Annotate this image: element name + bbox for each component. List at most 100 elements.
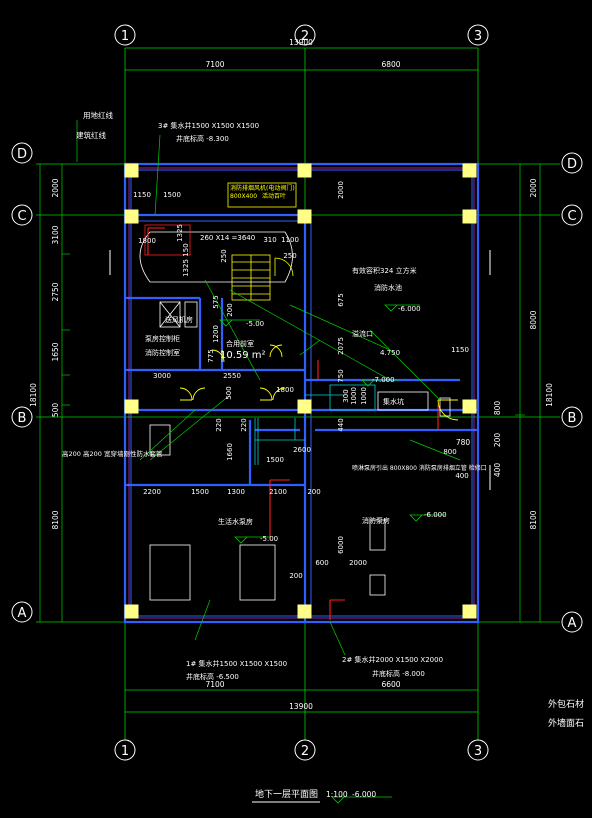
- drawing-title: 地下一层平面图: [255, 788, 318, 800]
- dim-right-seg: 2000: [529, 178, 538, 197]
- axis-row-label: C: [567, 209, 576, 224]
- dim: 1000: [350, 387, 358, 405]
- dim-left-seg: 8100: [51, 510, 60, 529]
- dimension-lines: [39, 47, 541, 713]
- dim: 150: [182, 243, 190, 256]
- label-level-neg5-pump: -5.00: [260, 535, 278, 543]
- label-fire-pool: 有效容积324 立方米: [352, 266, 417, 275]
- dim: 6000: [337, 536, 345, 554]
- dim-left-seg: 3100: [51, 225, 60, 244]
- axis-row-label: B: [18, 411, 27, 426]
- dimension-text: 13900 7100 6800 7100 6600 13900: [205, 38, 400, 711]
- dim: 2600: [293, 446, 311, 454]
- label-room-control: 消防控制室: [145, 348, 180, 357]
- column: [124, 604, 139, 619]
- label-sump-bot-left: 1# 集水井1500 X1500 X1500: [186, 659, 287, 668]
- structural-columns: [124, 163, 477, 619]
- dim: 220: [240, 418, 248, 431]
- dim-left-seg: 2000: [51, 178, 60, 197]
- column: [462, 604, 477, 619]
- dim: 500: [225, 386, 233, 399]
- dim: 310: [263, 236, 276, 244]
- dim: 300: [342, 389, 350, 402]
- drawing-scale: 1:100: [326, 790, 348, 799]
- dim: 1800: [276, 386, 294, 394]
- axis-row-label: D: [17, 147, 27, 162]
- dim-top-sub: 6800: [381, 60, 400, 69]
- axis-row-label: A: [568, 616, 577, 631]
- dim: 575: [212, 295, 220, 308]
- column: [462, 163, 477, 178]
- callout-line-2: 800X400: [230, 193, 257, 200]
- label-level-fire-pool: -6.000: [398, 305, 421, 313]
- dim: 600: [315, 559, 328, 567]
- dim: 1150: [451, 346, 469, 354]
- label-red-line-build: 建筑红线: [76, 130, 106, 140]
- column: [462, 209, 477, 224]
- dim: 2075: [337, 337, 345, 355]
- dim: 1300: [227, 488, 245, 496]
- dim: 2550: [223, 372, 241, 380]
- label-sump-bot-left-level: 井底标高 -6.500: [186, 672, 239, 681]
- label-wet-well: 集水坑: [383, 397, 404, 406]
- dim-bottom-total: 13900: [289, 702, 313, 711]
- label-sump-top: 3# 集水井1500 X1500 X1500: [158, 121, 259, 130]
- dim: 3000: [153, 372, 171, 380]
- dim: 2200: [143, 488, 161, 496]
- inner-dimension-text: 1150 1500 1800 1325 1325 150 250 310 110…: [133, 181, 469, 580]
- dim-left-total: 18100: [29, 383, 38, 407]
- dim: 1500: [266, 456, 284, 464]
- dim-right-small: 200: [493, 433, 502, 448]
- dim-left-seg: 2750: [51, 282, 60, 301]
- dim: 1500: [163, 191, 181, 199]
- dim: 200: [307, 488, 320, 496]
- dim: 1500: [191, 488, 209, 496]
- dim: 2000: [337, 181, 345, 199]
- dim: 675: [337, 293, 345, 306]
- dimension-text-vertical: 18100 2000 3100 2750 1650 500 8100 18100…: [29, 178, 554, 529]
- column: [297, 163, 312, 178]
- dim-left-seg: 1650: [51, 342, 60, 361]
- axis-col-label: 1: [121, 744, 129, 759]
- dim: 1660: [226, 443, 234, 461]
- axis-bubbles: [11, 24, 583, 761]
- label-fire-pool-name: 消防水池: [374, 283, 402, 292]
- dim-right-total: 18100: [545, 383, 554, 407]
- label-level-neg6: -6.000: [424, 511, 447, 519]
- axis-col-label: 1: [121, 29, 129, 44]
- dim: 1800: [138, 237, 156, 245]
- dim: 775: [207, 349, 215, 362]
- sumps: [147, 227, 439, 620]
- callout-line-1: 消防排烟风机(电动阀门): [230, 184, 295, 192]
- dim-right-seg: 8000: [529, 310, 538, 329]
- dim: 200: [289, 572, 302, 580]
- callout-line-3: 活动百叶: [262, 192, 286, 200]
- fan-callout-box: [227, 182, 297, 208]
- label-sump-bot-right-level: 井底标高 -8.000: [372, 669, 425, 678]
- stair: [231, 254, 294, 301]
- label-sump-top-level: 井底标高 -8.300: [176, 134, 229, 143]
- dim: 1000: [360, 387, 368, 405]
- dim: 2000: [349, 559, 367, 567]
- axis-col-label: 3: [474, 29, 482, 44]
- column: [124, 163, 139, 178]
- section-marks: [109, 250, 491, 490]
- pipes: [254, 394, 345, 465]
- column: [297, 604, 312, 619]
- label-sump-bot-right: 2# 集水井2000 X1500 X2000: [342, 655, 443, 664]
- axis-row-label: A: [18, 606, 27, 621]
- dim: 1325: [176, 224, 184, 242]
- drawing-level: -6.000: [352, 790, 376, 799]
- dim: 750: [337, 369, 345, 382]
- dim: 1325: [182, 259, 190, 277]
- dim: 800: [443, 448, 456, 456]
- label-room-fan: 送风机房: [165, 315, 193, 324]
- shaft: [139, 224, 293, 283]
- label-side-note-2: 外墙面石: [548, 717, 584, 729]
- dim: 400: [455, 472, 468, 480]
- dim-right-small: 800: [493, 401, 502, 416]
- label-room-pump-ctrl: 泵房控制柜: [145, 334, 180, 343]
- axis-col-label: 3: [474, 744, 482, 759]
- column: [297, 209, 312, 224]
